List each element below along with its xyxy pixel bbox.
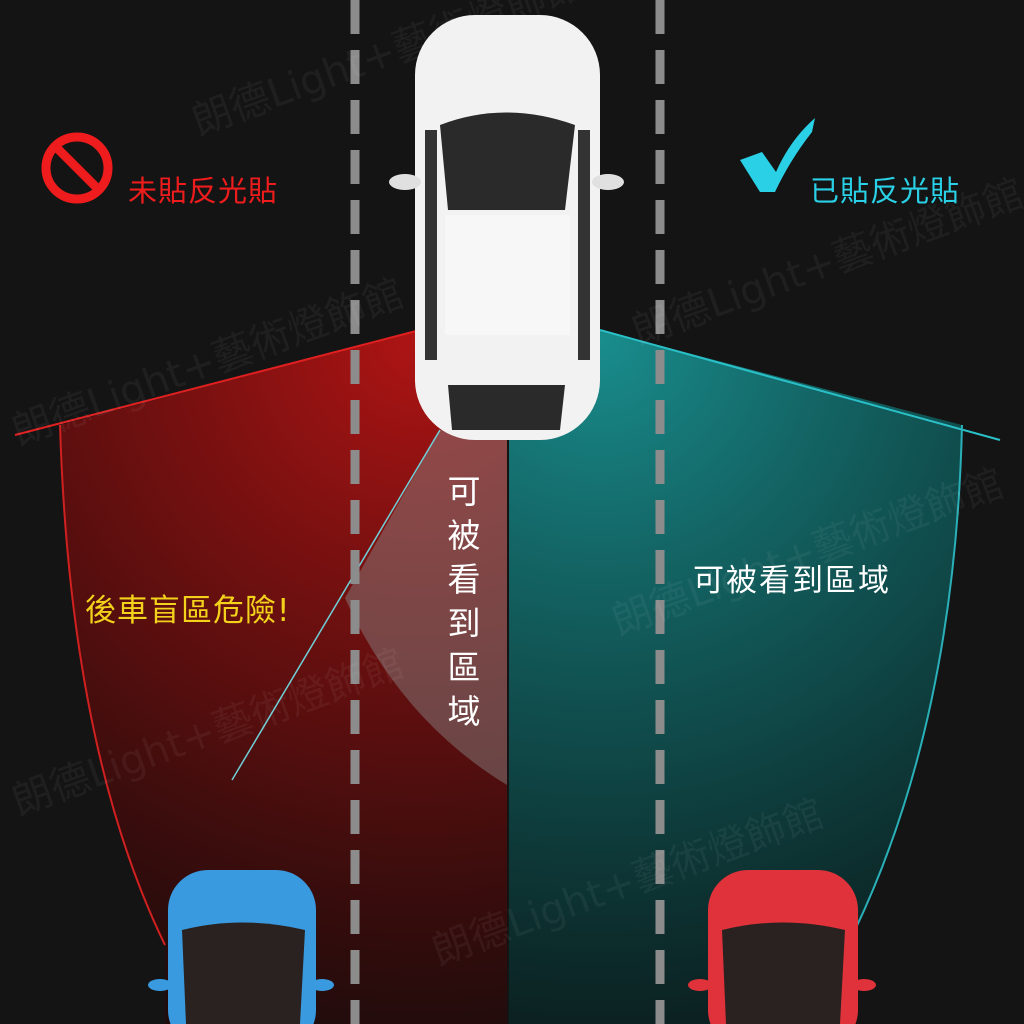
red-car	[688, 870, 876, 1024]
mirror-visible-wedge	[345, 430, 507, 785]
white-car	[389, 15, 624, 440]
prohibited-icon	[41, 132, 113, 204]
blind-spot-danger-label: 後車盲區危險!	[85, 593, 291, 629]
checkmark-icon	[740, 118, 815, 192]
visible-area-vertical-label: 可被看到區域	[447, 472, 481, 731]
visible-area-label: 可被看到區域	[693, 563, 891, 599]
without-reflector-label: 未貼反光貼	[128, 174, 279, 208]
with-reflector-label: 已貼反光貼	[810, 174, 961, 208]
visible-zone-area	[509, 330, 962, 1024]
blind-zone-area	[60, 330, 507, 1024]
blue-car	[148, 870, 334, 1024]
